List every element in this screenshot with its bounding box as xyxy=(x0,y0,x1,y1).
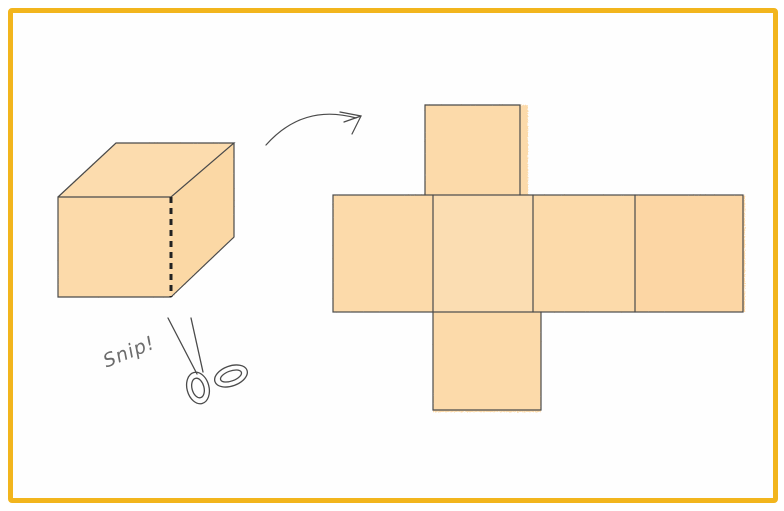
cube-front-face xyxy=(58,197,171,297)
cube-net xyxy=(332,104,745,412)
cube-right-face xyxy=(171,143,234,297)
net-face-top xyxy=(425,105,528,195)
scissors-icon xyxy=(167,317,248,405)
net-face-far-right xyxy=(635,195,745,312)
net-face-left xyxy=(333,195,433,312)
net-face-bottom xyxy=(433,312,541,412)
curved-arrow-icon xyxy=(265,111,362,146)
net-face-right xyxy=(533,195,635,312)
cube xyxy=(57,142,236,298)
net-face-center xyxy=(433,195,533,312)
